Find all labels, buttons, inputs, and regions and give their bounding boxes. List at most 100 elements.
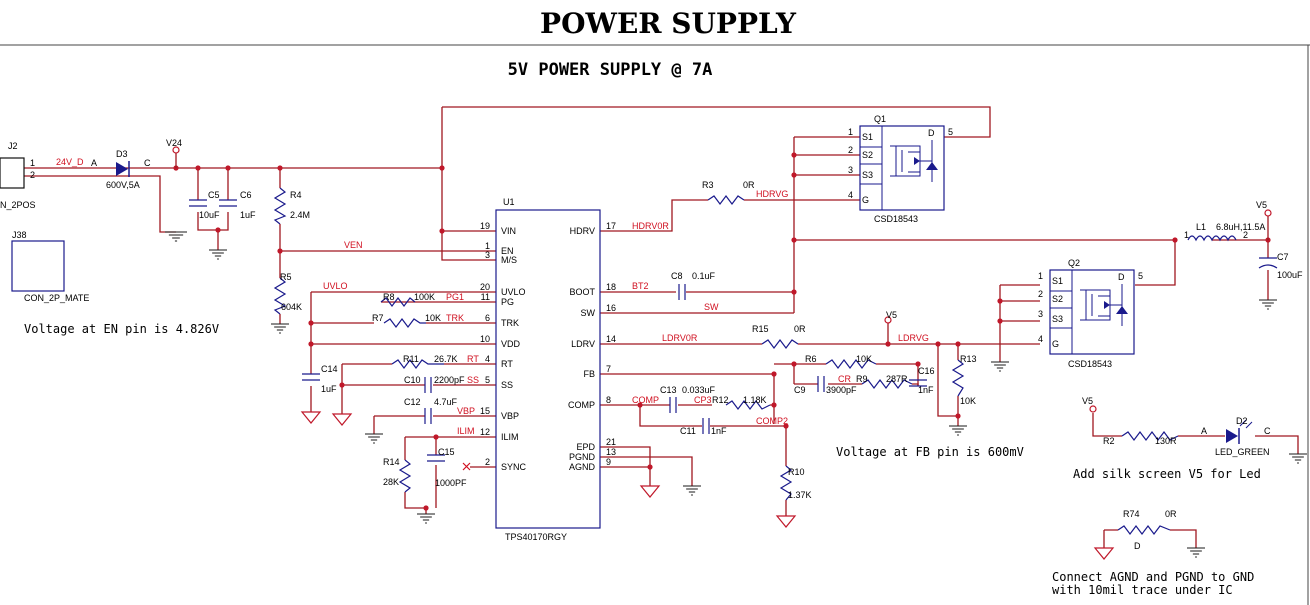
- net-ilim: ILIM: [457, 426, 475, 436]
- c14-value: 1uF: [321, 384, 337, 394]
- q-pin-name: S1: [862, 132, 873, 142]
- q-pin-name: D: [1118, 272, 1125, 282]
- u1-pin-name: BOOT: [569, 287, 595, 297]
- ground-icon: [331, 413, 353, 426]
- net-ss: SS: [467, 375, 479, 385]
- q-pin-number: 5: [948, 127, 953, 137]
- ground-icon: [683, 485, 701, 496]
- resistor-r15: R15 0R: [752, 324, 806, 349]
- sheet-title: POWER SUPPLY: [540, 7, 797, 40]
- q-pin-name: S2: [862, 150, 873, 160]
- ground-icon: [639, 485, 661, 498]
- r9-value: 287R: [886, 374, 908, 384]
- r11-value: 26.7K: [434, 354, 458, 364]
- c13-value: 0.033uF: [682, 385, 716, 395]
- u1-pin-name: SYNC: [501, 462, 527, 472]
- diode-d3: D3 600V,5A A C: [91, 149, 151, 190]
- capacitor-c8: C8 0.1uF: [671, 271, 716, 300]
- r14-ref: R14: [383, 457, 400, 467]
- r4-value: 2.4M: [290, 210, 310, 220]
- d3-value: 600V,5A: [106, 180, 140, 190]
- d2-ref: D2: [1236, 416, 1248, 426]
- ground-icon: [1093, 547, 1115, 560]
- u1-pin-name: FB: [583, 369, 595, 379]
- note-silk: Add silk screen V5 for Led: [1073, 467, 1261, 481]
- u1-pin-number: 16: [606, 303, 616, 313]
- ground-icon: [271, 323, 289, 334]
- ground-icon: [949, 425, 967, 436]
- q-pin-name: G: [862, 195, 869, 205]
- u1-pin-number: 21: [606, 437, 616, 447]
- r9-ref: R9: [856, 374, 868, 384]
- u1-pin-name: VBP: [501, 411, 519, 421]
- c16-value: 1nF: [918, 385, 934, 395]
- led-d2: D2 LED_GREEN A C: [1201, 416, 1271, 457]
- r15-value: 0R: [794, 324, 806, 334]
- q-pin-name: S3: [862, 170, 873, 180]
- r6-value: 10K: [856, 354, 872, 364]
- u1-pin-number: 14: [606, 334, 616, 344]
- r74-ref: R74: [1123, 509, 1140, 519]
- d2-value: LED_GREEN: [1215, 447, 1270, 457]
- net-bt2: BT2: [632, 281, 649, 291]
- net-sw: SW: [704, 302, 719, 312]
- ground-icon: [209, 249, 227, 260]
- capacitor-c7: C7 100uF: [1258, 252, 1303, 280]
- resistor-r74: R74 0R D: [1117, 509, 1177, 551]
- capacitor-c9: C9 3900pF: [794, 376, 857, 395]
- u1-pin-number: 19: [480, 221, 490, 231]
- c10-ref: C10: [404, 375, 421, 385]
- note-fb-voltage: Voltage at FB pin is 600mV: [836, 445, 1024, 459]
- u1-pin-name: UVLO: [501, 287, 526, 297]
- j2-value: N_2POS: [0, 200, 36, 210]
- c8-ref: C8: [671, 271, 683, 281]
- d2-anode: A: [1201, 426, 1207, 436]
- l1-ref: L1: [1196, 222, 1206, 232]
- u1-pin-number: 5: [485, 375, 490, 385]
- q-pin-number: 1: [1038, 271, 1043, 281]
- q2-value: CSD18543: [1068, 359, 1112, 369]
- u1-pin-number: 11: [481, 292, 490, 302]
- c12-ref: C12: [404, 397, 421, 407]
- net-comp2: COMP2: [756, 416, 788, 426]
- ground-icon: [365, 433, 383, 444]
- q-pin-number: 5: [1138, 271, 1143, 281]
- c6-value: 1uF: [240, 210, 256, 220]
- u1-pin-number: 10: [480, 334, 490, 344]
- c11-value: 1nF: [711, 426, 727, 436]
- power-port-v5-fb: V5: [884, 310, 897, 324]
- u1-pin-name: VDD: [501, 339, 521, 349]
- net-trk: TRK: [446, 313, 464, 323]
- net-ven: VEN: [344, 240, 363, 250]
- u1-pin-number: 9: [606, 457, 611, 467]
- c13-ref: C13: [660, 385, 677, 395]
- u1-pin-name: VIN: [501, 226, 516, 236]
- j2-pin2: 2: [30, 170, 35, 180]
- q-pin-number: 2: [848, 145, 853, 155]
- resistor-r10: R10 1.37K: [779, 465, 812, 501]
- c9-ref: C9: [794, 385, 806, 395]
- q1-ref: Q1: [874, 114, 886, 124]
- u1-pin-name: PGND: [569, 452, 596, 462]
- capacitor-c16: C16 1nF: [909, 366, 935, 395]
- ground-icon: [991, 361, 1009, 372]
- c14-ref: C14: [321, 364, 338, 374]
- u1-pin-number: 3: [485, 250, 490, 260]
- capacitor-c6: C6 1uF: [219, 190, 256, 220]
- ground-icon: [1289, 453, 1307, 464]
- q-pin-name: G: [1052, 339, 1059, 349]
- u1-pin-name: ILIM: [501, 432, 519, 442]
- r15-ref: R15: [752, 324, 769, 334]
- j2-pin1: 1: [30, 158, 35, 168]
- net-rt: RT: [467, 354, 479, 364]
- resistor-r9: R9 287R: [856, 374, 913, 389]
- connector-j2: J2 N_2POS 1 2: [0, 141, 36, 210]
- r7-ref: R7: [372, 313, 384, 323]
- l1-pin2: 2: [1243, 230, 1248, 240]
- r10-ref: R10: [788, 467, 805, 477]
- net-comp: COMP: [632, 395, 659, 405]
